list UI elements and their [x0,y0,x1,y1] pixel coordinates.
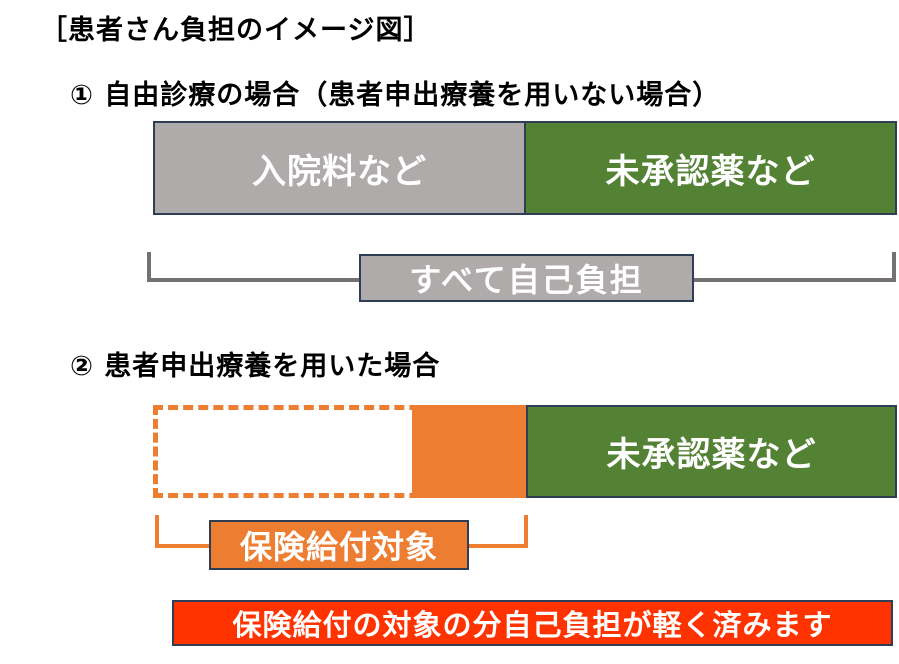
hospitalization-fee-box: 入院料など [153,121,526,215]
insurance-coverage-label: 保険給付対象 [209,520,469,570]
unapproved-drug-box-case1: 未承認薬など [524,121,897,215]
unapproved-drug-label-case1: 未承認薬など [605,151,816,192]
full-self-pay-label: すべて自己負担 [359,254,694,302]
copay-portion-box [412,405,527,498]
unapproved-drug-label-case2: 未承認薬など [606,435,817,475]
case1-heading: ① 自由診療の場合（患者申出療養を用いない場合） [70,80,721,111]
case2-heading: ② 患者申出療養を用いた場合 [70,351,441,382]
burden-reduction-note: 保険給付の対象の分自己負担が軽く済みます [172,600,893,646]
hospitalization-fee-label: 入院料など [252,151,427,192]
page-title: ［患者さん負担のイメージ図］ [40,15,432,46]
unapproved-drug-box-case2: 未承認薬など [526,405,897,498]
